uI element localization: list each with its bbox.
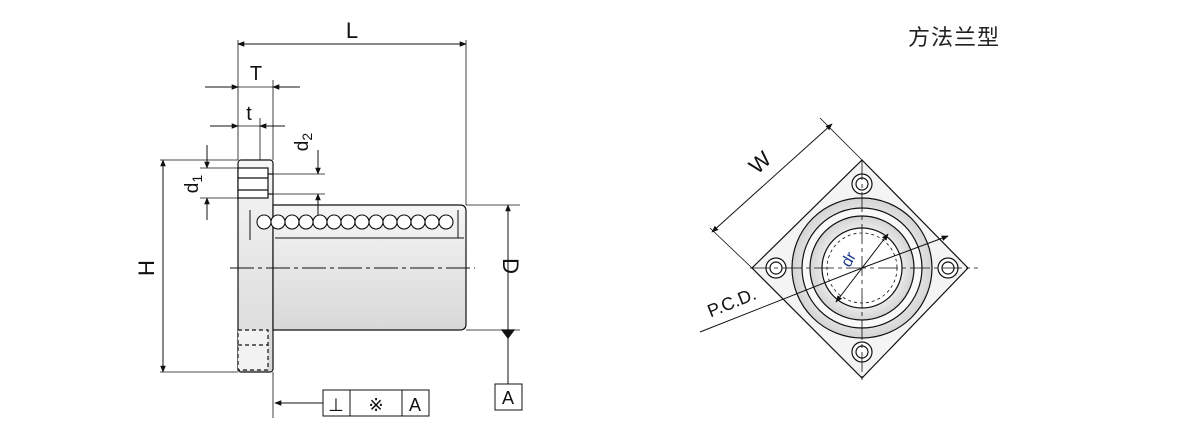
label-D: D (498, 258, 523, 274)
front-view (699, 117, 978, 382)
side-view (160, 40, 523, 418)
side-view-labels: L T t d2 d1 H D ⊥ ※ A A (134, 18, 523, 415)
label-W: W (744, 146, 776, 179)
tolerance-datum: A (409, 395, 421, 415)
label-H: H (134, 260, 159, 276)
bolt-hole-bottom (237, 329, 269, 371)
sleeve-body (272, 204, 467, 331)
label-T: T (250, 63, 262, 85)
bolt-hole-top (237, 167, 269, 199)
label-d2: d2 (292, 133, 315, 152)
label-t: t (246, 103, 252, 125)
ball-row (256, 214, 454, 230)
label-L: L (346, 18, 358, 43)
tolerance-value: ※ (368, 395, 383, 415)
tolerance-symbol: ⊥ (328, 395, 344, 415)
label-pcd: P.C.D. (705, 284, 759, 322)
datum-label: A (502, 388, 514, 408)
label-d1: d1 (182, 175, 205, 194)
page-title: 方法兰型 (908, 26, 1001, 51)
tolerance-frame (322, 389, 430, 417)
datum-box (494, 383, 523, 411)
